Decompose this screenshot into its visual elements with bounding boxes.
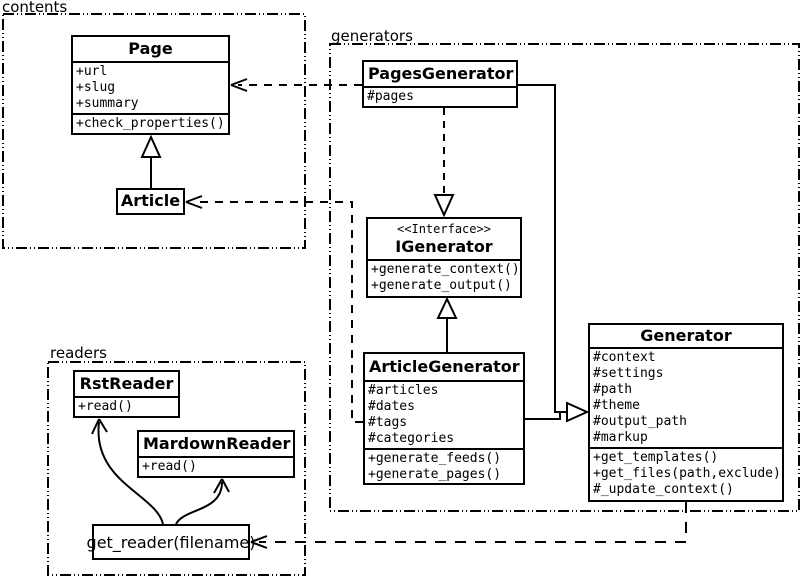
edge-articlegenerator-uses-article xyxy=(185,195,363,423)
method: #_update_context() xyxy=(593,482,734,497)
edge-generator-uses-getreader xyxy=(250,502,687,549)
package-readers-border xyxy=(47,361,306,576)
method: +read() xyxy=(78,399,133,414)
class-generator-name: Generator xyxy=(640,326,732,345)
class-article-name: Article xyxy=(120,191,181,210)
class-page-attributes: +url +slug +summary xyxy=(73,61,228,113)
node-get-reader: get_reader(filename) xyxy=(87,524,255,560)
edge-generators-extend-generator xyxy=(518,84,590,423)
class-mardownreader-name: MardownReader xyxy=(143,434,291,453)
method: +get_files(path,exclude) xyxy=(593,466,781,481)
edge-pagesgenerator-uses-page xyxy=(230,78,362,92)
attribute: #pages xyxy=(367,89,414,104)
node-get-reader-label: get_reader(filename) xyxy=(86,532,256,552)
class-generator: Generator #context #settings #path #them… xyxy=(588,323,784,502)
class-page-name: Page xyxy=(128,39,173,58)
class-articlegenerator-methods: +generate_feeds() +generate_pages() xyxy=(365,448,523,483)
attribute: #path xyxy=(593,382,633,397)
method: +generate_feeds() xyxy=(368,451,502,466)
class-article: Article xyxy=(116,188,185,215)
attribute: #output_path xyxy=(593,414,687,429)
attribute: #dates xyxy=(368,399,415,414)
class-articlegenerator: ArticleGenerator #articles #dates #tags … xyxy=(363,352,525,485)
attribute: #tags xyxy=(368,415,408,430)
class-igenerator-methods: +generate_context() +generate_output() xyxy=(368,259,520,295)
class-rstreader-name: RstReader xyxy=(79,374,174,393)
class-page: Page +url +slug +summary +check_properti… xyxy=(71,35,230,135)
package-generators-border xyxy=(329,43,800,512)
edge-article-extends-page xyxy=(140,134,162,188)
package-readers-label: readers xyxy=(50,344,107,362)
class-generator-attributes: #context #settings #path #theme #output_… xyxy=(590,347,782,447)
method: +generate_context() xyxy=(371,262,520,277)
class-mardownreader: MardownReader +read() xyxy=(137,430,295,478)
edge-pagesgenerator-realizes-igenerator xyxy=(433,108,455,218)
method: +check_properties() xyxy=(76,116,225,131)
edge-articlegenerator-extends-igenerator xyxy=(436,296,458,352)
class-mardownreader-methods: +read() xyxy=(139,456,293,476)
class-igenerator: <<Interface>> IGenerator +generate_conte… xyxy=(366,217,522,298)
attribute: #theme xyxy=(593,398,640,413)
attribute: #articles xyxy=(368,383,439,398)
class-generator-methods: +get_templates() +get_files(path,exclude… xyxy=(590,447,782,499)
attribute: +slug xyxy=(76,80,116,95)
edge-getreader-to-rstreader xyxy=(91,418,164,525)
method: +read() xyxy=(142,459,197,474)
attribute: #context xyxy=(593,350,656,365)
class-articlegenerator-attributes: #articles #dates #tags #categories xyxy=(365,380,523,448)
class-rstreader: RstReader +read() xyxy=(73,370,180,418)
method: +generate_output() xyxy=(371,278,512,293)
class-page-methods: +check_properties() xyxy=(73,113,228,133)
edge-getreader-to-mardownreader xyxy=(175,478,230,525)
attribute: +summary xyxy=(76,96,139,111)
class-igenerator-name: IGenerator xyxy=(395,237,493,256)
method: +generate_pages() xyxy=(368,467,502,482)
attribute: #markup xyxy=(593,430,648,445)
attribute: +url xyxy=(76,64,108,79)
package-contents-label: contents xyxy=(2,0,68,16)
class-pagesgenerator: PagesGenerator #pages xyxy=(362,60,518,108)
class-rstreader-methods: +read() xyxy=(75,396,178,416)
method: +get_templates() xyxy=(593,450,719,465)
class-igenerator-stereotype: <<Interface>> xyxy=(397,222,491,236)
package-contents-border xyxy=(2,13,306,249)
attribute: #categories xyxy=(368,431,455,446)
class-pagesgenerator-name: PagesGenerator xyxy=(368,64,514,83)
class-pagesgenerator-attributes: #pages xyxy=(364,86,516,106)
attribute: #settings xyxy=(593,366,664,381)
package-generators-label: generators xyxy=(331,27,413,45)
class-articlegenerator-name: ArticleGenerator xyxy=(369,357,520,376)
